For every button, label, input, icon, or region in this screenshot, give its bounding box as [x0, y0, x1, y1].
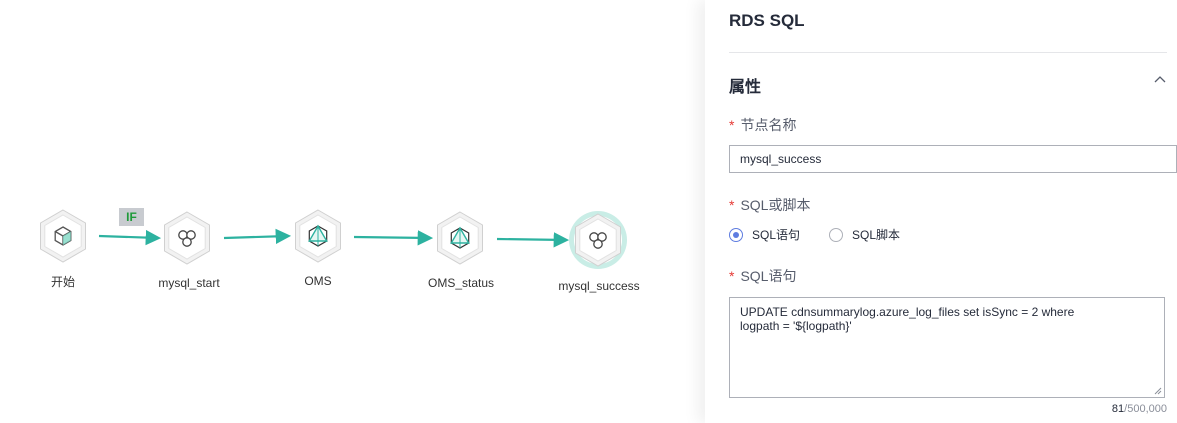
node-label-start: 开始 — [50, 275, 76, 289]
flow-edge-1[interactable] — [223, 228, 292, 245]
radio-sql-statement[interactable]: SQL语句 — [729, 226, 800, 243]
flow-node-mysql_success[interactable] — [569, 211, 627, 269]
node-label-OMS: OMS — [304, 274, 332, 288]
node-label-OMS_status: OMS_status — [427, 276, 495, 290]
flow-edge-3[interactable] — [496, 232, 570, 248]
flow-node-OMS_status[interactable] — [437, 211, 483, 265]
oms-icon — [308, 224, 328, 247]
chevron-up-icon[interactable] — [1153, 73, 1167, 87]
panel-title: RDS SQL — [729, 11, 805, 30]
node-label-mysql_success: mysql_success — [558, 279, 640, 293]
sql-statement-label: *SQL语句 — [729, 268, 797, 284]
condition-badge[interactable]: IF — [119, 208, 144, 226]
radio-checked-icon[interactable] — [729, 227, 743, 242]
sql-text-line: UPDATE cdnsummarylog.azure_log_files set… — [740, 305, 1075, 319]
node-name-label: *节点名称 — [729, 117, 797, 133]
required-asterisk: * — [729, 117, 735, 133]
section-title: 属性 — [729, 79, 762, 96]
radio-unchecked-icon[interactable] — [829, 227, 843, 242]
flow-edge-0[interactable] — [98, 229, 162, 246]
properties-panel: RDS SQL 属性 *节点名称 mysql_success *SQL或脚本 S… — [705, 0, 1177, 423]
node-name-input[interactable]: mysql_success — [729, 145, 1177, 173]
required-asterisk: * — [729, 197, 735, 213]
divider — [729, 52, 1167, 53]
cube-icon — [54, 226, 72, 246]
resize-grip-icon[interactable] — [1154, 387, 1162, 395]
radio-sql-script[interactable]: SQL脚本 — [829, 226, 900, 243]
flow-edge-2[interactable] — [353, 230, 434, 246]
sql-or-script-label: *SQL或脚本 — [729, 197, 811, 213]
rds-sql-icon — [178, 230, 196, 247]
flow-diagram — [40, 209, 627, 269]
flow-node-start[interactable] — [40, 209, 86, 263]
flow-node-mysql_start[interactable] — [164, 211, 210, 265]
rds-sql-icon — [589, 232, 607, 249]
flow-node-OMS[interactable] — [295, 209, 341, 263]
sql-text-line: logpath = '${logpath}' — [740, 319, 852, 333]
flow-canvas[interactable]: IF 开始 mysql_start OMS OMS_status mysql_succe… — [0, 0, 705, 423]
sql-statement-textarea[interactable]: UPDATE cdnsummarylog.azure_log_files set… — [729, 297, 1165, 398]
required-asterisk: * — [729, 268, 735, 284]
oms-icon — [450, 226, 470, 249]
node-label-mysql_start: mysql_start — [158, 276, 220, 290]
char-counter: 81/500,000 — [1111, 403, 1167, 415]
